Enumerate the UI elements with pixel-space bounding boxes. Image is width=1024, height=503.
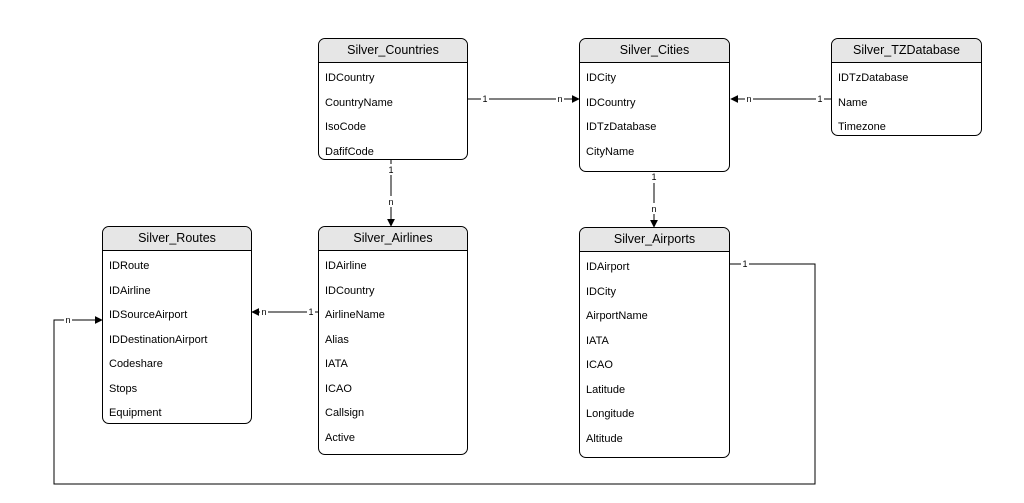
entity-silver-tzdatabase[interactable]: Silver_TZDatabase IDTzDatabase Name Time… <box>831 38 982 136</box>
card-cities-airports-from: 1 <box>651 172 656 182</box>
field-idcountry: IDCountry <box>325 72 375 84</box>
connector-airports-routes <box>53 263 816 485</box>
field-airlinename: AirlineName <box>325 309 385 321</box>
card-tzdatabase-cities-to: n <box>746 94 751 104</box>
entity-title: Silver_Cities <box>580 39 729 63</box>
field-stops: Stops <box>109 382 138 395</box>
entity-title: Silver_TZDatabase <box>832 39 981 63</box>
field-iddestinationairport: IDDestinationAirport <box>109 333 208 346</box>
field-alias: Alias <box>325 333 349 346</box>
card-airports-routes-from: 1 <box>742 259 747 269</box>
field-icao: ICAO <box>586 359 613 371</box>
card-airlines-routes-from: 1 <box>308 307 313 317</box>
field-iata: IATA <box>325 358 348 370</box>
field-idcountry: IDCountry <box>586 96 636 109</box>
entity-silver-airlines[interactable]: Silver_Airlines IDAirline IDCountry Airl… <box>318 226 468 455</box>
card-tzdatabase-cities-from: 1 <box>817 94 822 104</box>
field-equipment: Equipment <box>109 407 162 419</box>
field-idairport: IDAirport <box>586 261 630 273</box>
field-latitude: Latitude <box>586 383 626 396</box>
entity-silver-airports[interactable]: Silver_Airports IDAirport IDCity Airport… <box>579 227 730 458</box>
field-name: Name <box>838 96 868 109</box>
card-airlines-routes-to: n <box>261 307 266 317</box>
field-codeshare: Codeshare <box>109 358 163 370</box>
field-idsourceairport: IDSourceAirport <box>109 309 188 321</box>
entity-title: Silver_Airlines <box>319 227 467 251</box>
field-dafifcode: DafifCode <box>325 145 374 158</box>
field-icao: ICAO <box>325 382 352 395</box>
field-altitude: Altitude <box>586 432 623 445</box>
field-idcountry: IDCountry <box>325 284 375 297</box>
card-countries-cities-to: n <box>557 94 562 104</box>
field-idairline: IDAirline <box>109 284 151 297</box>
entity-silver-countries[interactable]: Silver_Countries IDCountry CountryName I… <box>318 38 468 160</box>
field-idroute: IDRoute <box>109 260 150 272</box>
field-isocode: IsoCode <box>325 121 366 133</box>
field-idairline: IDAirline <box>325 260 367 272</box>
field-idtzdatabase: IDTzDatabase <box>586 121 657 133</box>
card-countries-airlines-from: 1 <box>388 165 393 175</box>
entity-title: Silver_Countries <box>319 39 467 63</box>
card-airports-routes-to: n <box>65 315 70 325</box>
field-idcity: IDCity <box>586 72 616 84</box>
entity-title: Silver_Airports <box>580 228 729 252</box>
field-longitude: Longitude <box>586 408 635 420</box>
card-countries-cities-from: 1 <box>482 94 487 104</box>
field-callsign: Callsign <box>325 407 365 419</box>
field-cityname: CityName <box>586 145 635 158</box>
entity-title: Silver_Routes <box>103 227 251 251</box>
field-airportname: AirportName <box>586 310 648 322</box>
field-idtzdatabase: IDTzDatabase <box>838 72 909 84</box>
card-cities-airports-to: n <box>651 204 656 214</box>
field-active: Active <box>325 431 355 444</box>
field-timezone: Timezone <box>838 121 886 133</box>
field-countryname: CountryName <box>325 96 393 109</box>
field-iata: IATA <box>586 334 609 347</box>
field-idcity: IDCity <box>586 285 616 298</box>
entity-silver-cities[interactable]: Silver_Cities IDCity IDCountry IDTzDatab… <box>579 38 730 172</box>
card-countries-airlines-to: n <box>388 197 393 207</box>
entity-silver-routes[interactable]: Silver_Routes IDRoute IDAirline IDSource… <box>102 226 252 424</box>
